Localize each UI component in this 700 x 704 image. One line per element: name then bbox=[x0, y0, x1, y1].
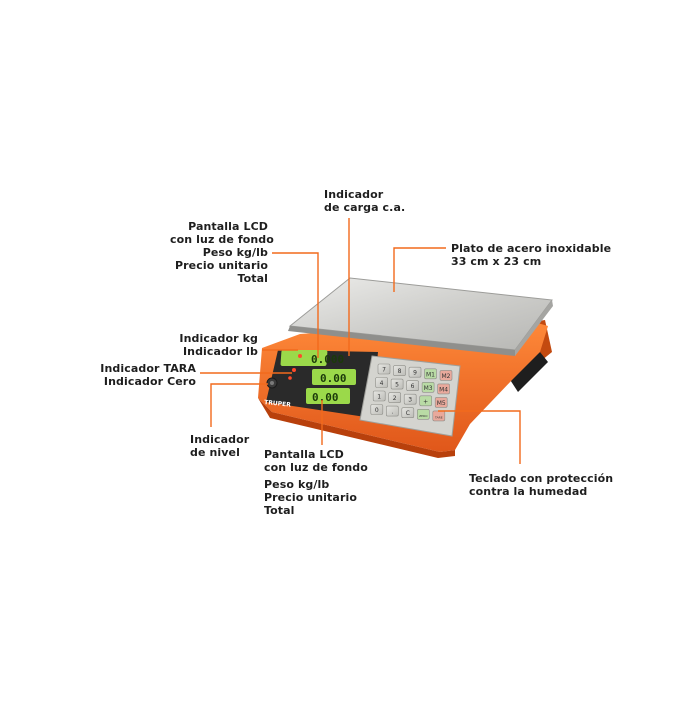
callout-indicador-nivel: Indicador de nivel bbox=[190, 433, 249, 459]
callout-line: contra la humedad bbox=[469, 485, 588, 498]
keypad-key-label: . bbox=[391, 409, 393, 416]
callout-line: Plato de acero inoxidable bbox=[451, 242, 612, 255]
callout-line: Indicador bbox=[190, 433, 250, 446]
keypad-key[interactable] bbox=[385, 405, 399, 417]
keypad-key-label: 7 bbox=[382, 367, 386, 374]
leader-lcd-top bbox=[272, 252, 319, 358]
keypad-key-label: M2 bbox=[442, 373, 451, 380]
callout-line: de carga c.a. bbox=[324, 201, 406, 214]
lcd-total-value: 0.00 bbox=[312, 391, 339, 404]
callout-line: 33 cm x 23 cm bbox=[451, 255, 542, 268]
keypad-key-label: 1 bbox=[377, 394, 381, 401]
callout-pantalla-lcd-top: Pantalla LCD con luz de fondo Peso kg/lb… bbox=[170, 220, 274, 285]
callout-line: Indicador kg bbox=[179, 332, 258, 345]
keypad-key-label: TARE bbox=[434, 415, 443, 419]
callout-indicador-tara-cero: Indicador TARA Indicador Cero bbox=[100, 362, 196, 388]
platter-edge-right bbox=[515, 300, 553, 356]
callout-line: Precio unitario bbox=[175, 259, 268, 272]
keypad-key-label: 5 bbox=[395, 382, 399, 389]
callout-teclado: Teclado con protección contra la humedad bbox=[469, 472, 613, 498]
zero-indicator-lamp bbox=[288, 376, 292, 380]
keypad-key[interactable] bbox=[375, 377, 388, 388]
leader-plato bbox=[393, 247, 446, 292]
keypad-key-label: 6 bbox=[411, 383, 415, 390]
callout-line: Precio unitario bbox=[264, 491, 357, 504]
keypad-key-label: 0 bbox=[375, 407, 379, 414]
keypad-key[interactable] bbox=[406, 380, 419, 392]
keypad-key-label: M4 bbox=[439, 386, 448, 393]
keypad-key[interactable] bbox=[408, 366, 422, 378]
keypad-key[interactable] bbox=[372, 390, 386, 402]
keypad-key-label: 8 bbox=[398, 368, 402, 375]
keypad-key-label: ZERO bbox=[419, 414, 428, 418]
level-bubble-center bbox=[270, 381, 274, 385]
leader-nivel bbox=[210, 383, 268, 427]
callout-line: Teclado con protección bbox=[469, 472, 614, 485]
callout-line: Indicador Cero bbox=[103, 375, 196, 388]
keypad-key-label: M3 bbox=[424, 385, 433, 392]
callout-line: Peso kg/lb bbox=[202, 246, 268, 259]
platter-edge bbox=[288, 326, 515, 356]
brand-logo: TRUPER bbox=[264, 399, 292, 409]
tara-indicator-lamp bbox=[292, 368, 296, 372]
keypad-key[interactable] bbox=[416, 408, 430, 420]
callout-line: Peso kg/lb bbox=[264, 478, 330, 491]
lcd-weight-value: 0.000 bbox=[311, 353, 344, 366]
keypad-key[interactable] bbox=[419, 395, 433, 407]
callout-plato-acero: Plato de acero inoxidable 33 cm x 23 cm bbox=[451, 242, 611, 268]
keypad: 7 8 9 M1 M2 4 5 6 M3 M4 1 2 3 + M5 0. C ZERO TARE bbox=[370, 363, 453, 422]
kg-indicator-lamp bbox=[298, 354, 302, 358]
keypad-key[interactable] bbox=[370, 404, 384, 415]
keypad-key[interactable] bbox=[434, 397, 448, 408]
callout-line: Indicador lb bbox=[182, 345, 258, 358]
keypad-key[interactable] bbox=[439, 370, 453, 381]
lcd-unit-price-value: 0.00 bbox=[320, 372, 347, 385]
keypad-key-label: C bbox=[406, 410, 410, 417]
callout-line: Total bbox=[237, 272, 268, 285]
callout-indicador-kg-lb: Indicador kg Indicador lb bbox=[170, 332, 258, 358]
keypad-key[interactable] bbox=[377, 363, 391, 375]
callout-line: Pantalla LCD bbox=[188, 220, 268, 233]
callout-line: Total bbox=[264, 504, 295, 517]
keypad-key-label: 2 bbox=[393, 395, 397, 402]
keypad-key-label: M1 bbox=[426, 371, 435, 378]
keypad-key-label: M5 bbox=[437, 400, 446, 407]
callout-pantalla-lcd-bottom: Pantalla LCD con luz de fondo Peso kg/lb… bbox=[264, 448, 368, 517]
callout-line: Indicador TARA bbox=[100, 362, 196, 375]
callout-line: con luz de fondo bbox=[264, 461, 368, 474]
keypad-key-label: + bbox=[423, 398, 428, 405]
keypad-key-label: 4 bbox=[380, 380, 384, 387]
keypad-key[interactable] bbox=[403, 393, 417, 405]
lcd-unit-price: 0.00 bbox=[312, 369, 356, 385]
callout-line: de nivel bbox=[190, 446, 240, 459]
keypad-key[interactable] bbox=[424, 368, 437, 380]
callout-line: Indicador bbox=[324, 188, 384, 201]
keypad-key[interactable] bbox=[437, 383, 450, 395]
keypad-key[interactable] bbox=[393, 365, 406, 376]
keypad-key-label: 9 bbox=[413, 370, 417, 377]
keypad-key[interactable] bbox=[401, 407, 415, 419]
scale-foot bbox=[505, 352, 548, 392]
keypad-key[interactable] bbox=[388, 392, 402, 403]
keypad-key[interactable] bbox=[421, 381, 435, 393]
keypad-key[interactable] bbox=[390, 378, 404, 390]
scale-body-side bbox=[258, 398, 455, 458]
callout-line: Pantalla LCD bbox=[264, 448, 344, 461]
lcd-weight: 0.000 bbox=[280, 350, 344, 366]
callout-indicador-carga: Indicador de carga c.a. bbox=[324, 188, 405, 214]
keypad-key-label: 3 bbox=[408, 397, 412, 404]
lcd-total: 0.00 bbox=[306, 388, 350, 404]
leader-teclado bbox=[438, 410, 521, 464]
callout-line: con luz de fondo bbox=[170, 233, 274, 246]
